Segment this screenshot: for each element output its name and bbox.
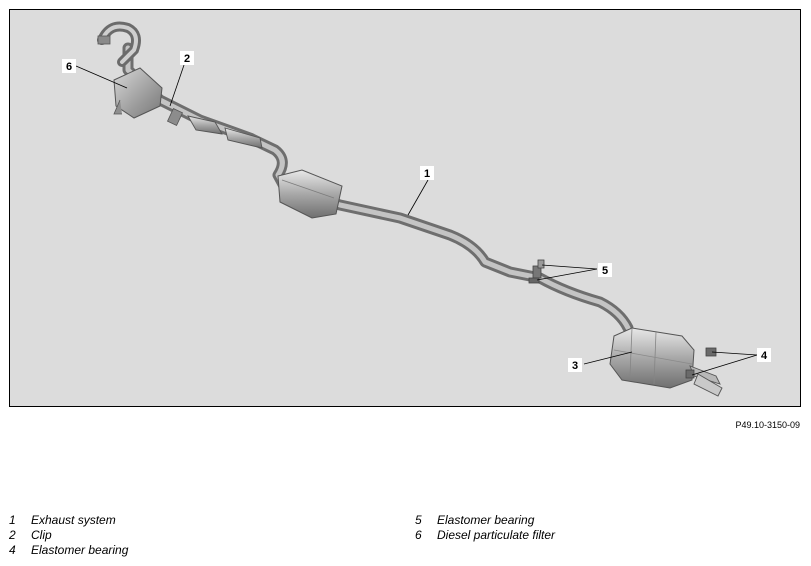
legend-text: Elastomer bearing bbox=[437, 513, 535, 527]
callout-1: 1 bbox=[420, 166, 434, 180]
legend-text: Diesel particulate filter bbox=[437, 528, 556, 542]
svg-text:1: 1 bbox=[424, 168, 430, 180]
leader-lines bbox=[75, 64, 758, 376]
legend-text: Clip bbox=[31, 528, 52, 542]
exhaust-pipe bbox=[122, 42, 634, 334]
figure-reference-code: P49.10-3150-09 bbox=[735, 420, 800, 430]
callout-4: 4 bbox=[757, 348, 771, 362]
elastomer-bearing-hanger bbox=[528, 259, 545, 284]
legend-number: 2 bbox=[9, 528, 16, 542]
legend-number: 1 bbox=[9, 513, 16, 527]
diesel-particulate-filter bbox=[113, 67, 163, 119]
legend-text: Elastomer bearing bbox=[31, 543, 129, 557]
legend-item: 2 Clip bbox=[9, 528, 128, 543]
exhaust-system-illustration: 1 2 3 4 5 6 bbox=[62, 21, 771, 397]
legend-item: 6 Diesel particulate filter bbox=[415, 528, 555, 543]
svg-text:2: 2 bbox=[184, 53, 190, 65]
svg-text:6: 6 bbox=[66, 61, 72, 73]
turbo-connection bbox=[97, 21, 141, 67]
callout-5: 5 bbox=[598, 263, 612, 277]
center-silencer bbox=[277, 169, 343, 219]
svg-text:3: 3 bbox=[572, 360, 578, 372]
rear-silencer bbox=[609, 327, 695, 389]
legend-number: 5 bbox=[415, 513, 422, 527]
legend-left: 1 Exhaust system 2 Clip 4 Elastomer bear… bbox=[9, 513, 128, 558]
legend-number: 6 bbox=[415, 528, 422, 542]
legend-number: 4 bbox=[9, 543, 16, 557]
svg-text:4: 4 bbox=[761, 350, 768, 362]
callout-2: 2 bbox=[180, 51, 194, 65]
figure-frame: 1 2 3 4 5 6 bbox=[9, 9, 801, 407]
legend-text: Exhaust system bbox=[31, 513, 116, 527]
legend-item: 1 Exhaust system bbox=[9, 513, 128, 528]
svg-text:5: 5 bbox=[602, 265, 608, 277]
legend-item: 4 Elastomer bearing bbox=[9, 543, 128, 558]
legend-item: 5 Elastomer bearing bbox=[415, 513, 555, 528]
callout-6: 6 bbox=[62, 59, 76, 73]
tailpipes bbox=[685, 347, 723, 397]
legend-right: 5 Elastomer bearing 6 Diesel particulate… bbox=[415, 513, 555, 543]
catalytic-section bbox=[187, 115, 263, 149]
callout-3: 3 bbox=[568, 358, 582, 372]
clip bbox=[166, 108, 184, 126]
